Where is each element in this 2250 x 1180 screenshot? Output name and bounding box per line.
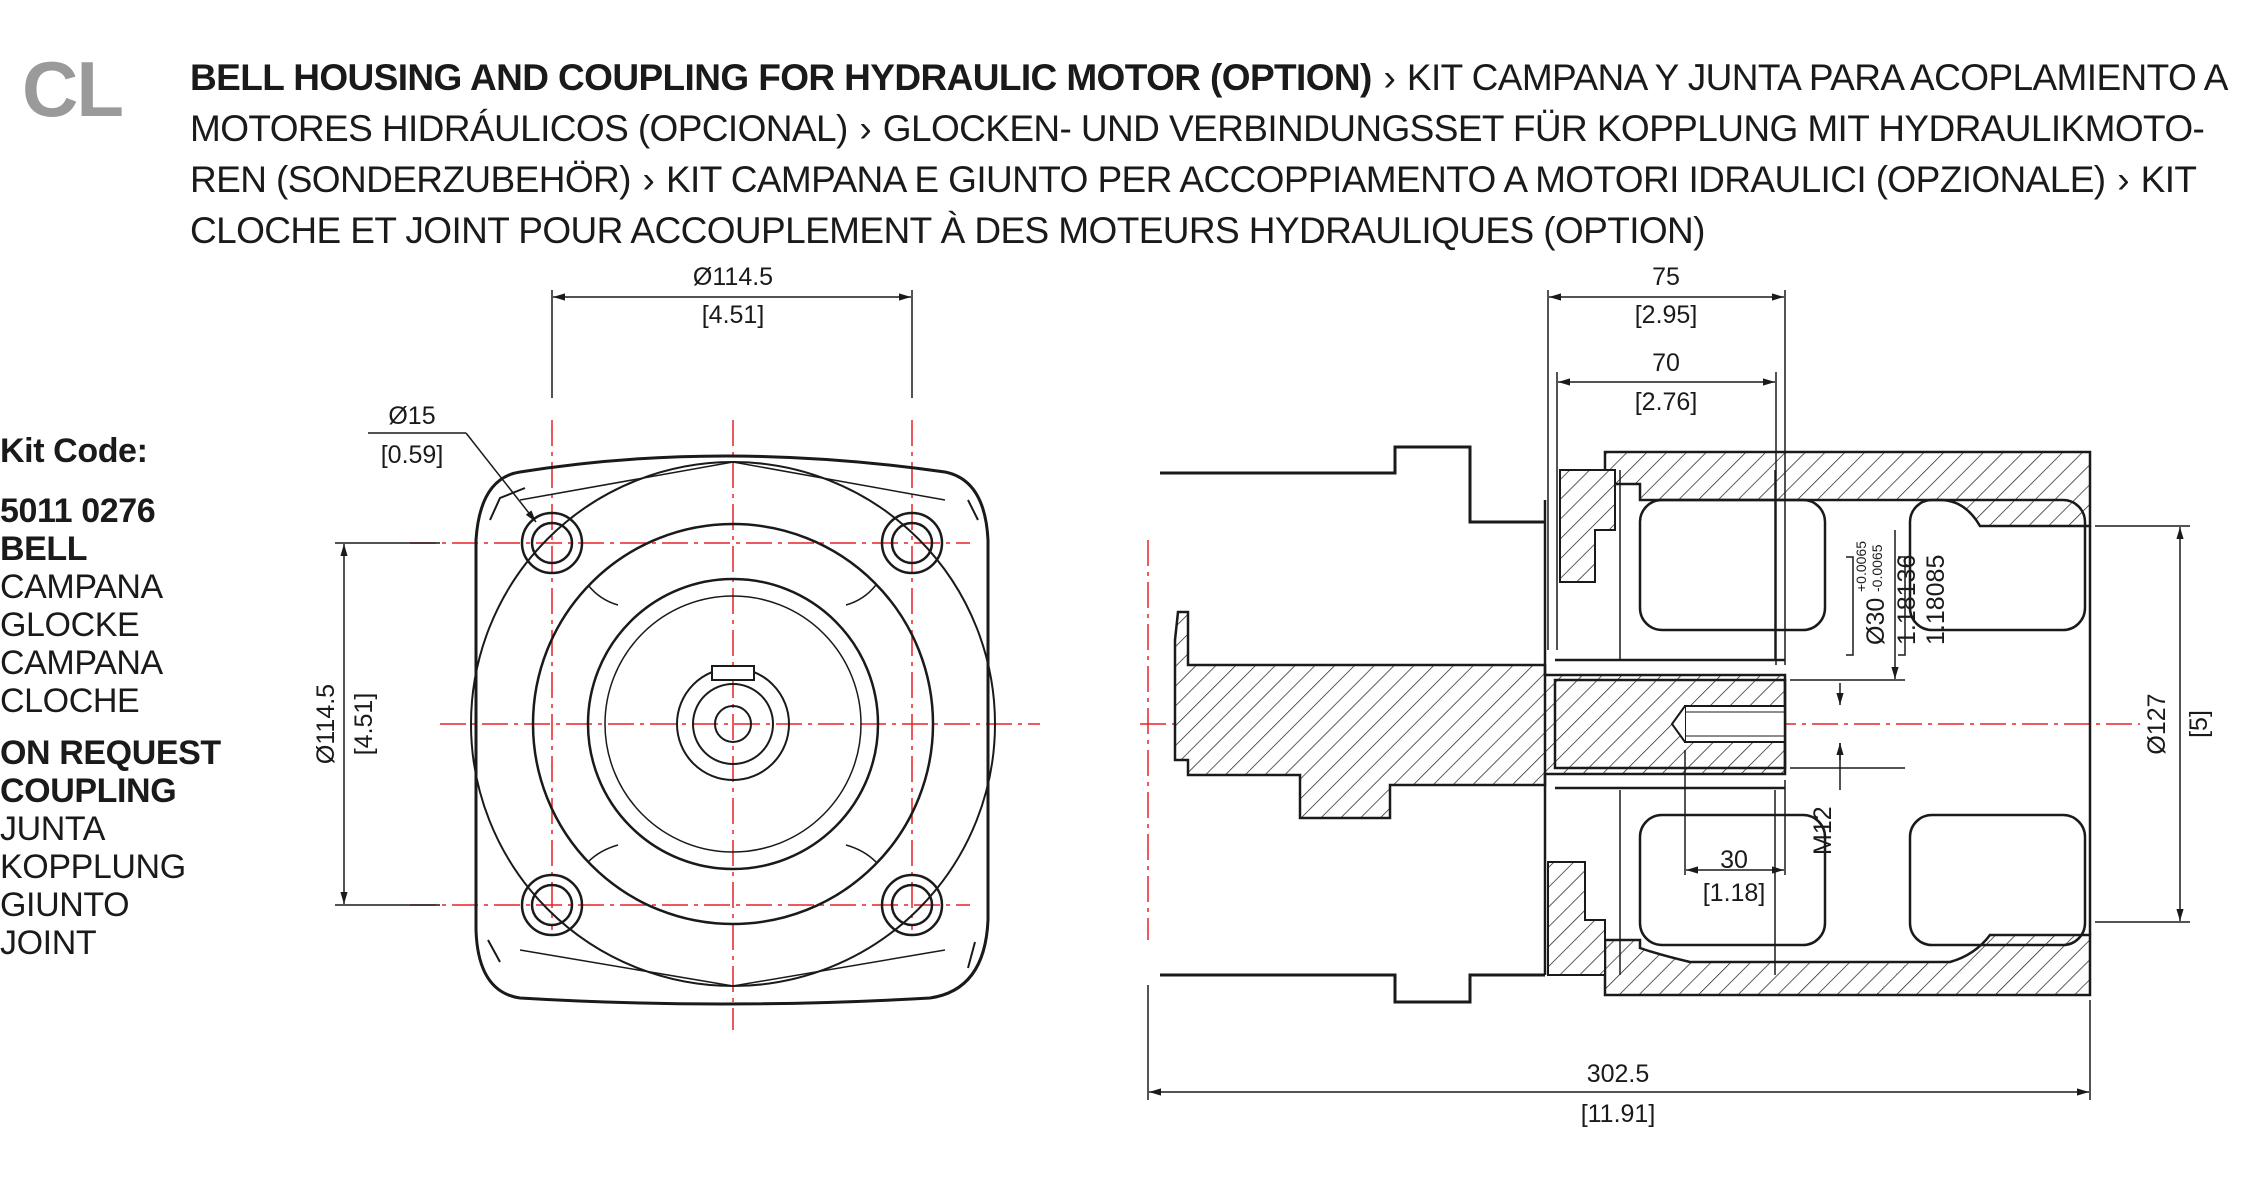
bore-inch-lower: 1.18085 <box>1922 555 1950 645</box>
front-view: Ø114.5 [4.51] Ø114.5 [4.51] Ø15 [0.59] <box>312 263 1040 1030</box>
keyway <box>711 665 755 681</box>
page-title: BELL HOUSING AND COUPLING FOR HYDRAULIC … <box>190 52 2242 256</box>
front-centerlines <box>410 420 1040 1030</box>
bore-tolerance-upper: +0.0065 <box>1853 541 1869 592</box>
front-height-mm: Ø114.5 <box>312 684 340 764</box>
title-fr: KIT CLOCHE ET JOINT POUR ACCOUPLEMENT À … <box>190 159 2196 251</box>
adapter-bottom <box>1547 861 1606 976</box>
kit-code-label: Kit Code: <box>0 432 148 470</box>
section-centerlines <box>1140 540 2140 940</box>
front-width-dimension <box>551 290 913 398</box>
separator-2: › <box>859 108 872 149</box>
bell-label: BELL <box>0 530 88 568</box>
bell-es: CAMPANA <box>0 568 163 606</box>
motor-outline <box>1160 445 1545 1004</box>
bore-diameter-mm: Ø30 <box>1862 598 1890 645</box>
front-width-in: [4.51] <box>702 301 765 329</box>
front-height-dimension <box>335 542 440 906</box>
outer-diameter-mm: Ø127 <box>2143 693 2171 754</box>
front-height-in: [4.51] <box>350 693 378 756</box>
shaft-thread-hole <box>1670 705 1786 743</box>
total-length-mm: 302.5 <box>1587 1060 1650 1088</box>
coupling-label: COUPLING <box>0 772 177 810</box>
title-en: BELL HOUSING AND COUPLING FOR HYDRAULIC … <box>190 57 1372 98</box>
bell-de: GLOCKE <box>0 606 140 644</box>
length-70-mm: 70 <box>1652 349 1680 377</box>
section-dimensions <box>1147 290 2190 1100</box>
coupling-es: JUNTA <box>0 810 106 848</box>
motor-shaft <box>1173 610 1787 820</box>
bell-windows <box>1638 498 2092 947</box>
flange-outline <box>474 454 990 1006</box>
kit-info: Kit Code: 5011 0276 BELL CAMPANA GLOCKE … <box>0 432 221 962</box>
coupling-de: KOPPLUNG <box>0 848 186 886</box>
separator-3: › <box>642 159 655 200</box>
separator-4: › <box>2117 159 2129 200</box>
total-length-in: [11.91] <box>1581 1100 1656 1128</box>
outer-diameter-in: [5] <box>2185 710 2213 738</box>
depth-mm: 30 <box>1720 846 1748 874</box>
length-75-in: [2.95] <box>1635 301 1698 329</box>
adapter-top <box>1559 469 1616 583</box>
hole-diameter-mm: Ø15 <box>388 402 435 430</box>
thread-size: M12 <box>1809 806 1837 855</box>
bolt-holes <box>520 511 944 937</box>
coupling-fr: JOINT <box>0 924 97 962</box>
front-width-mm: Ø114.5 <box>693 263 773 291</box>
depth-in: [1.18] <box>1703 879 1766 907</box>
bell-it: CAMPANA <box>0 644 163 682</box>
on-request-label: ON REQUEST <box>0 734 221 772</box>
coupling-it: GIUNTO <box>0 886 130 924</box>
kit-code-value: 5011 0276 <box>0 492 156 530</box>
length-70-in: [2.76] <box>1635 388 1698 416</box>
hole-leader <box>368 432 537 523</box>
shaft-bore <box>714 705 752 743</box>
coupling <box>1543 500 1787 975</box>
section-view <box>1140 445 2140 1004</box>
title-it: KIT CAMPANA E GIUNTO PER ACCOPPIAMENTO A… <box>665 159 2106 200</box>
inner-ring <box>586 577 880 871</box>
bell-fr: CLOCHE <box>0 682 140 720</box>
hole-diameter-in: [0.59] <box>381 441 444 469</box>
length-75-mm: 75 <box>1652 263 1680 291</box>
bell-top-wall <box>1603 450 2092 528</box>
title-de: GLOCKEN- UND VERBINDUNGSSET FÜR KOPPLUNG… <box>190 108 2205 200</box>
separator-1: › <box>1383 57 1396 98</box>
bore-tolerance-lower: -0.0065 <box>1869 544 1885 592</box>
bell-ring <box>531 522 935 926</box>
title-es: KIT CAMPANA Y JUNTA PARA ACOPLAMIENTO A … <box>190 57 2226 149</box>
bell-bottom-wall <box>1603 933 2092 997</box>
section-badge: CL <box>22 45 124 133</box>
bore-inch-upper: 1.18136 <box>1893 555 1921 645</box>
